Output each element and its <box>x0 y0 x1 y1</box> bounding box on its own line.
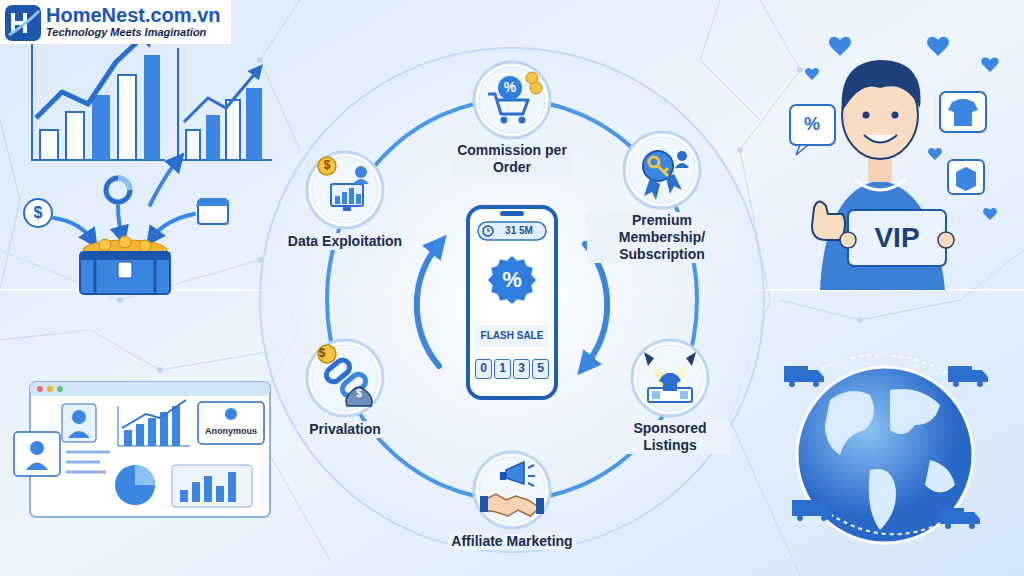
logo-icon <box>5 5 41 41</box>
node-label: Sponsored Listings <box>610 420 730 454</box>
node-glyph <box>318 345 372 406</box>
growth-chart <box>32 30 165 160</box>
center-disc <box>260 48 764 552</box>
digit-text: 0 <box>476 360 491 377</box>
logo-box: HomeNest.com.vnTechnology Meets Imaginat… <box>0 0 231 44</box>
discount-symbol: % <box>504 80 516 95</box>
node-icon <box>270 338 420 418</box>
revenue-node: Affiliate Marketing <box>427 450 597 550</box>
currency-symbol: $ <box>34 204 43 222</box>
vip-customer <box>790 37 999 290</box>
countdown-digit: 5 <box>532 359 549 379</box>
node-label: Data Exploitation <box>285 233 405 250</box>
node-circle <box>632 340 708 416</box>
discount-symbol: % <box>804 115 820 135</box>
node-glyph <box>480 462 544 516</box>
node-text: % <box>466 262 558 298</box>
revenue-node: Sponsored Listings <box>610 338 730 454</box>
user-label: Anonymous <box>205 427 257 437</box>
node-icon <box>427 450 597 530</box>
node-label: Affiliate Marketing <box>448 533 575 550</box>
node-icon <box>587 130 737 210</box>
countdown-digit: 0 <box>475 359 492 379</box>
node-circle <box>474 452 550 528</box>
node-glyph <box>318 157 369 211</box>
node-label: Commission per Order <box>452 142 572 176</box>
analytics-dashboard <box>14 382 270 517</box>
node-circle <box>624 132 700 208</box>
node-icon <box>452 60 572 140</box>
revenue-node: Data Exploitation <box>270 150 420 250</box>
phone-screen: 31 5M% FLASH SALE 0135 <box>466 205 558 400</box>
node-circle <box>474 62 550 138</box>
global-shipping <box>784 355 988 543</box>
node-glyph <box>643 151 689 200</box>
growth-chart <box>178 48 272 160</box>
node-icon <box>610 338 730 418</box>
node-text: Technology Meets Imagination <box>46 26 221 39</box>
node-glyph <box>644 352 696 402</box>
currency-symbol: $ <box>319 347 326 360</box>
currency-symbol: $ <box>324 159 331 172</box>
node-circle <box>307 152 383 228</box>
digit-text: 3 <box>514 360 529 377</box>
node-label: Premium Membership/ Subscription <box>587 212 737 263</box>
node-circle <box>307 340 383 416</box>
node-text: FLASH SALE <box>466 329 558 343</box>
vip-text: VIP <box>874 223 919 254</box>
node-text: 31 5M <box>492 224 546 238</box>
countdown-digit: 1 <box>494 359 511 379</box>
node-glyph <box>488 72 542 124</box>
node-text: HomeNest.com.vn <box>46 4 221 26</box>
digit-text: 5 <box>533 360 548 377</box>
revenue-node: Premium Membership/ Subscription <box>587 130 737 263</box>
currency-symbol: $ <box>356 388 362 399</box>
digit-text: 1 <box>495 360 510 377</box>
revenue-node: Privalation <box>270 338 420 438</box>
revenue-chest <box>24 160 230 294</box>
countdown-digit: 3 <box>513 359 530 379</box>
node-label: Privalation <box>306 421 384 438</box>
node-icon <box>270 150 420 230</box>
revenue-node: Commission per Order <box>452 60 572 176</box>
